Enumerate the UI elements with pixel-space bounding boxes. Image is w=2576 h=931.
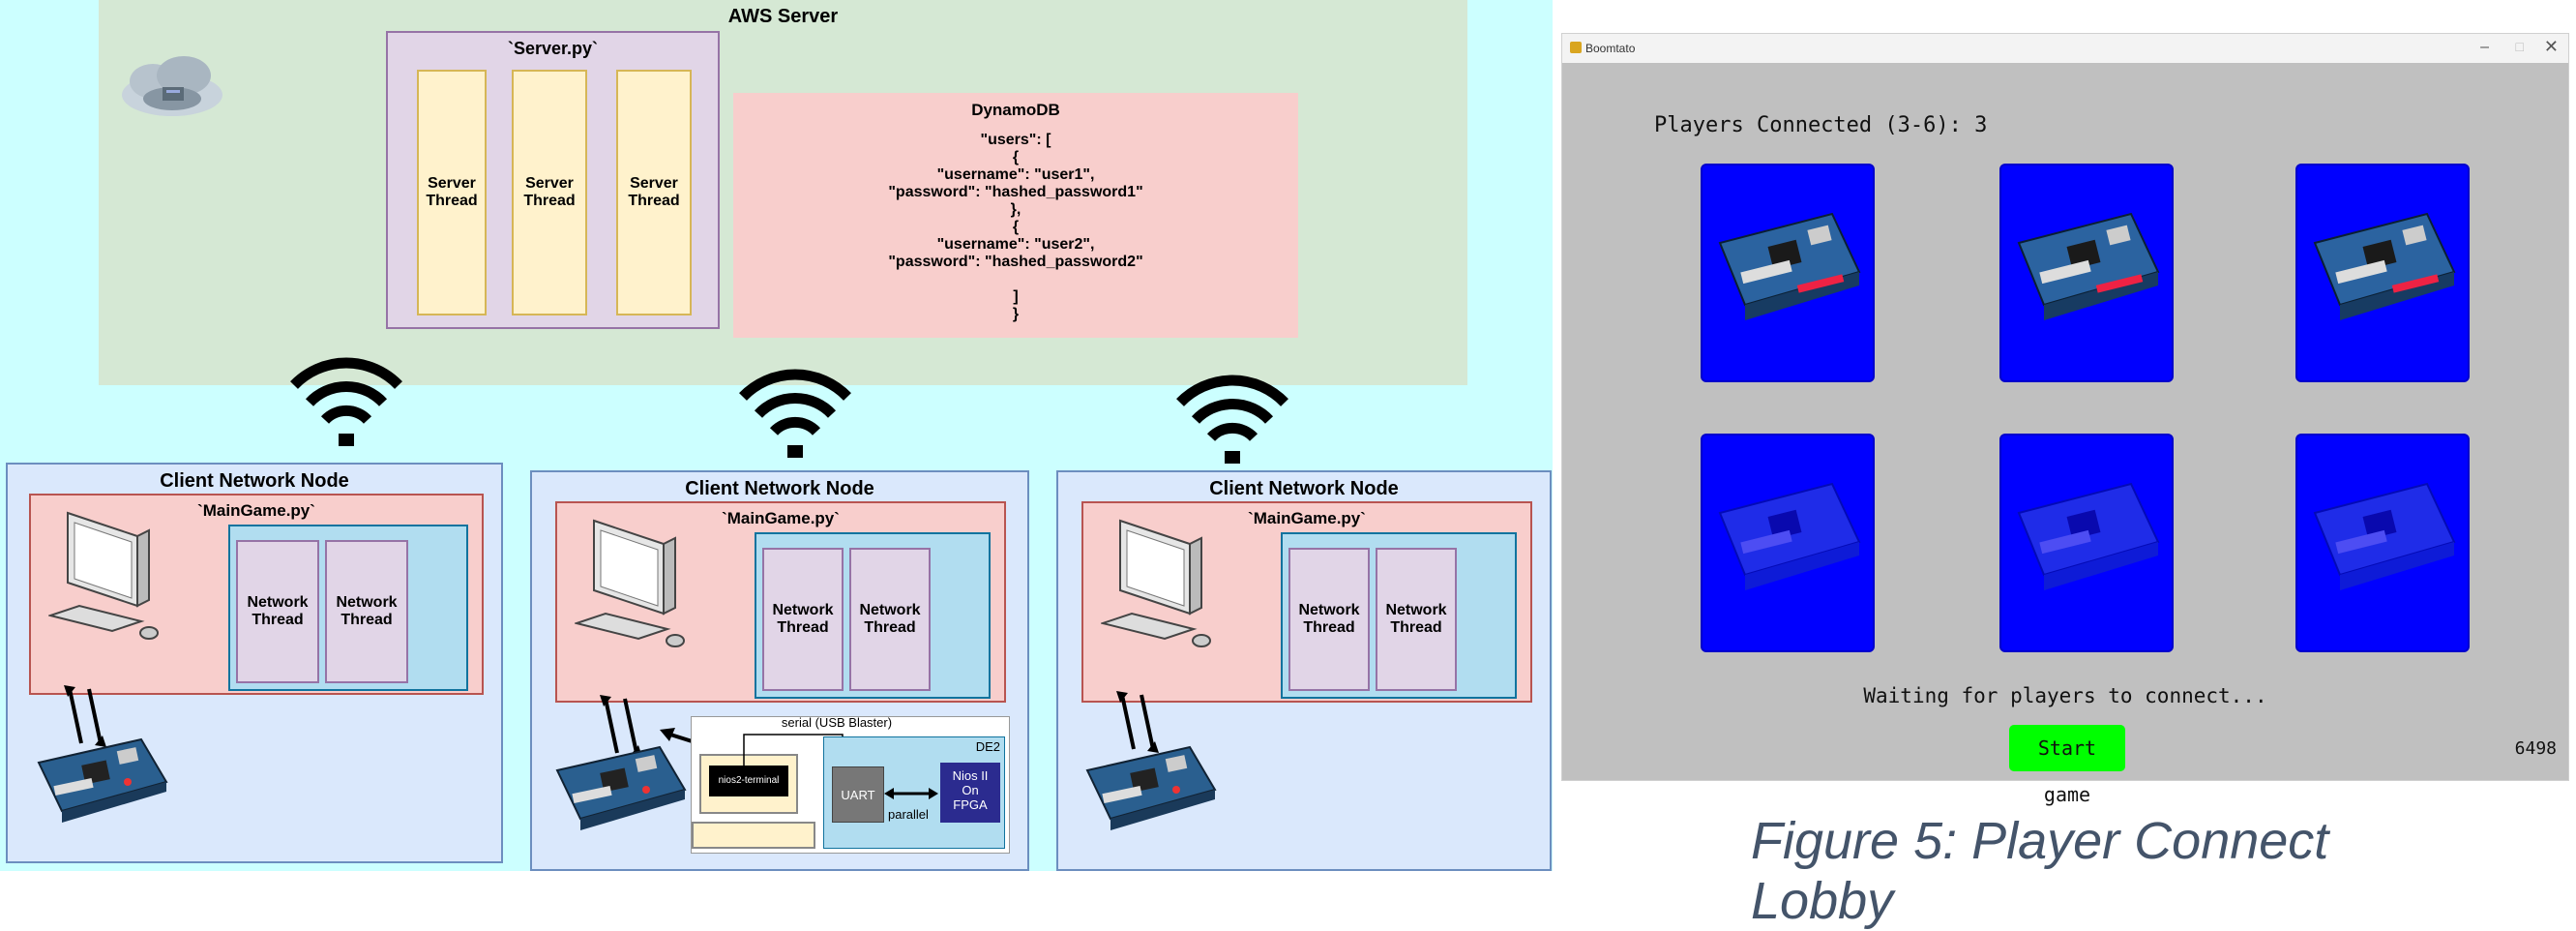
json-line: "password": "hashed_password1" (888, 184, 1143, 200)
client-network-node-1: Client Network Node `MainGame.py` Networ… (6, 463, 503, 863)
server-thread-1: Server Thread (417, 70, 487, 315)
network-thread: Network Thread (762, 548, 844, 691)
network-thread: Network Thread (325, 540, 408, 683)
wifi-icon (1176, 375, 1288, 464)
aws-server-title: AWS Server (727, 6, 839, 27)
player-card-waiting (1701, 434, 1875, 652)
json-line: { (1012, 149, 1020, 165)
server-py-title: `Server.py` (507, 39, 599, 58)
maingame-box: `MainGame.py` Network Thread Network Thr… (1081, 501, 1532, 703)
de2-detail-panel: serial (USB Blaster) nios2-terminal DE2 … (691, 715, 1010, 854)
terminal-monitor: nios2-terminal (699, 754, 798, 814)
wifi-icon (290, 357, 402, 446)
player-card (2295, 164, 2470, 382)
dynamodb-title: DynamoDB (971, 101, 1060, 119)
de2-label: DE2 (975, 739, 1000, 754)
server-thread-2: Server Thread (512, 70, 587, 315)
wifi-icon (739, 369, 851, 458)
maingame-title: `MainGame.py` (197, 501, 315, 520)
fpga-board-icon (2313, 212, 2456, 320)
bidirectional-arrow-icon (64, 685, 106, 747)
fpga-board-icon (555, 745, 687, 830)
aws-server-box: AWS Server `Server.py` Server Thread Ser… (99, 0, 1467, 385)
de2-board-box: DE2 UART parallel Nios II On FPGA (823, 736, 1005, 849)
json-line: "username": "user1", (936, 166, 1095, 183)
parallel-label: parallel (888, 807, 929, 822)
json-line: "password": "hashed_password2" (888, 254, 1143, 270)
waiting-status-text: Waiting for players to connect... (1863, 684, 2267, 707)
dynamodb-json: "users": [ { "username": "user1", "passw… (735, 132, 1296, 323)
fpga-board-icon (1085, 745, 1217, 830)
fpga-board-icon (2313, 482, 2456, 590)
fpga-board-icon (1718, 482, 1861, 590)
dynamodb-box: DynamoDB "users": [ { "username": "user1… (733, 93, 1298, 338)
players-connected-label: Players Connected (3-6): 3 (1654, 113, 1988, 137)
maingame-title: `MainGame.py` (722, 509, 840, 527)
computer-icon (1101, 519, 1211, 647)
cloud-icon (122, 56, 222, 116)
network-threads-box: Network Thread Network Thread (755, 532, 991, 699)
network-thread: Network Thread (236, 540, 319, 683)
player-card (1999, 164, 2174, 382)
terminal-base (692, 822, 815, 849)
client-title: Client Network Node (160, 470, 349, 492)
json-line: } (1012, 306, 1020, 322)
fpga-board-icon (2017, 212, 2160, 320)
player-card-waiting (1999, 434, 2174, 652)
server-py-box: `Server.py` Server Thread Server Thread … (386, 31, 720, 329)
json-line: ] (1013, 288, 1019, 305)
window-title: Boomtato (1585, 42, 1636, 55)
fpga-board-icon (1718, 212, 1861, 320)
corner-number: 6498 (2514, 738, 2557, 759)
client-network-node-3: Client Network Node `MainGame.py` Networ… (1056, 470, 1552, 871)
maingame-box: `MainGame.py` Network Thread Network Thr… (555, 501, 1006, 703)
player-card (1701, 164, 1875, 382)
window-titlebar: Boomtato – □ ✕ (1562, 34, 2568, 63)
network-threads-box: Network Thread Network Thread (228, 525, 468, 691)
json-line: { (1012, 219, 1020, 235)
computer-icon (575, 519, 685, 647)
start-game-button[interactable]: Start game (2009, 725, 2125, 806)
json-line: "username": "user2", (936, 236, 1095, 253)
terminal-label: nios2-terminal (709, 766, 788, 796)
network-thread: Network Thread (1376, 548, 1457, 691)
bidirectional-arrow-icon (1116, 691, 1159, 753)
json-line: }, (1010, 201, 1022, 218)
json-line (735, 271, 1296, 288)
minimize-icon[interactable]: – (2480, 39, 2489, 55)
nios-box: Nios II On FPGA (940, 763, 1000, 823)
network-threads-box: Network Thread Network Thread (1281, 532, 1517, 699)
client-network-node-2: Client Network Node `MainGame.py` Networ… (530, 470, 1029, 871)
server-thread-3: Server Thread (616, 70, 692, 315)
player-card-waiting (2295, 434, 2470, 652)
network-thread: Network Thread (849, 548, 931, 691)
network-thread: Network Thread (1288, 548, 1370, 691)
fpga-board-icon (37, 737, 168, 823)
figure-caption: Figure 5: Player Connect Lobby (1751, 812, 2329, 930)
computer-icon (48, 511, 159, 640)
json-line: "users": [ (980, 132, 1051, 148)
client-title: Client Network Node (685, 478, 874, 499)
client-title: Client Network Node (1209, 478, 1399, 499)
app-icon (1570, 42, 1582, 53)
uart-box: UART (832, 766, 884, 823)
parallel-arrow-icon (884, 788, 938, 799)
fpga-board-icon (2017, 482, 2160, 590)
close-icon[interactable]: ✕ (2543, 37, 2559, 56)
game-window: Boomtato – □ ✕ Players Connected (3-6): … (1561, 33, 2569, 806)
maximize-icon[interactable]: □ (2515, 39, 2524, 54)
maingame-title: `MainGame.py` (1248, 509, 1366, 527)
maingame-box: `MainGame.py` Network Thread Network Thr… (29, 494, 484, 695)
serial-label: serial (USB Blaster) (781, 715, 893, 730)
architecture-diagram: AWS Server `Server.py` Server Thread Ser… (0, 0, 1553, 871)
